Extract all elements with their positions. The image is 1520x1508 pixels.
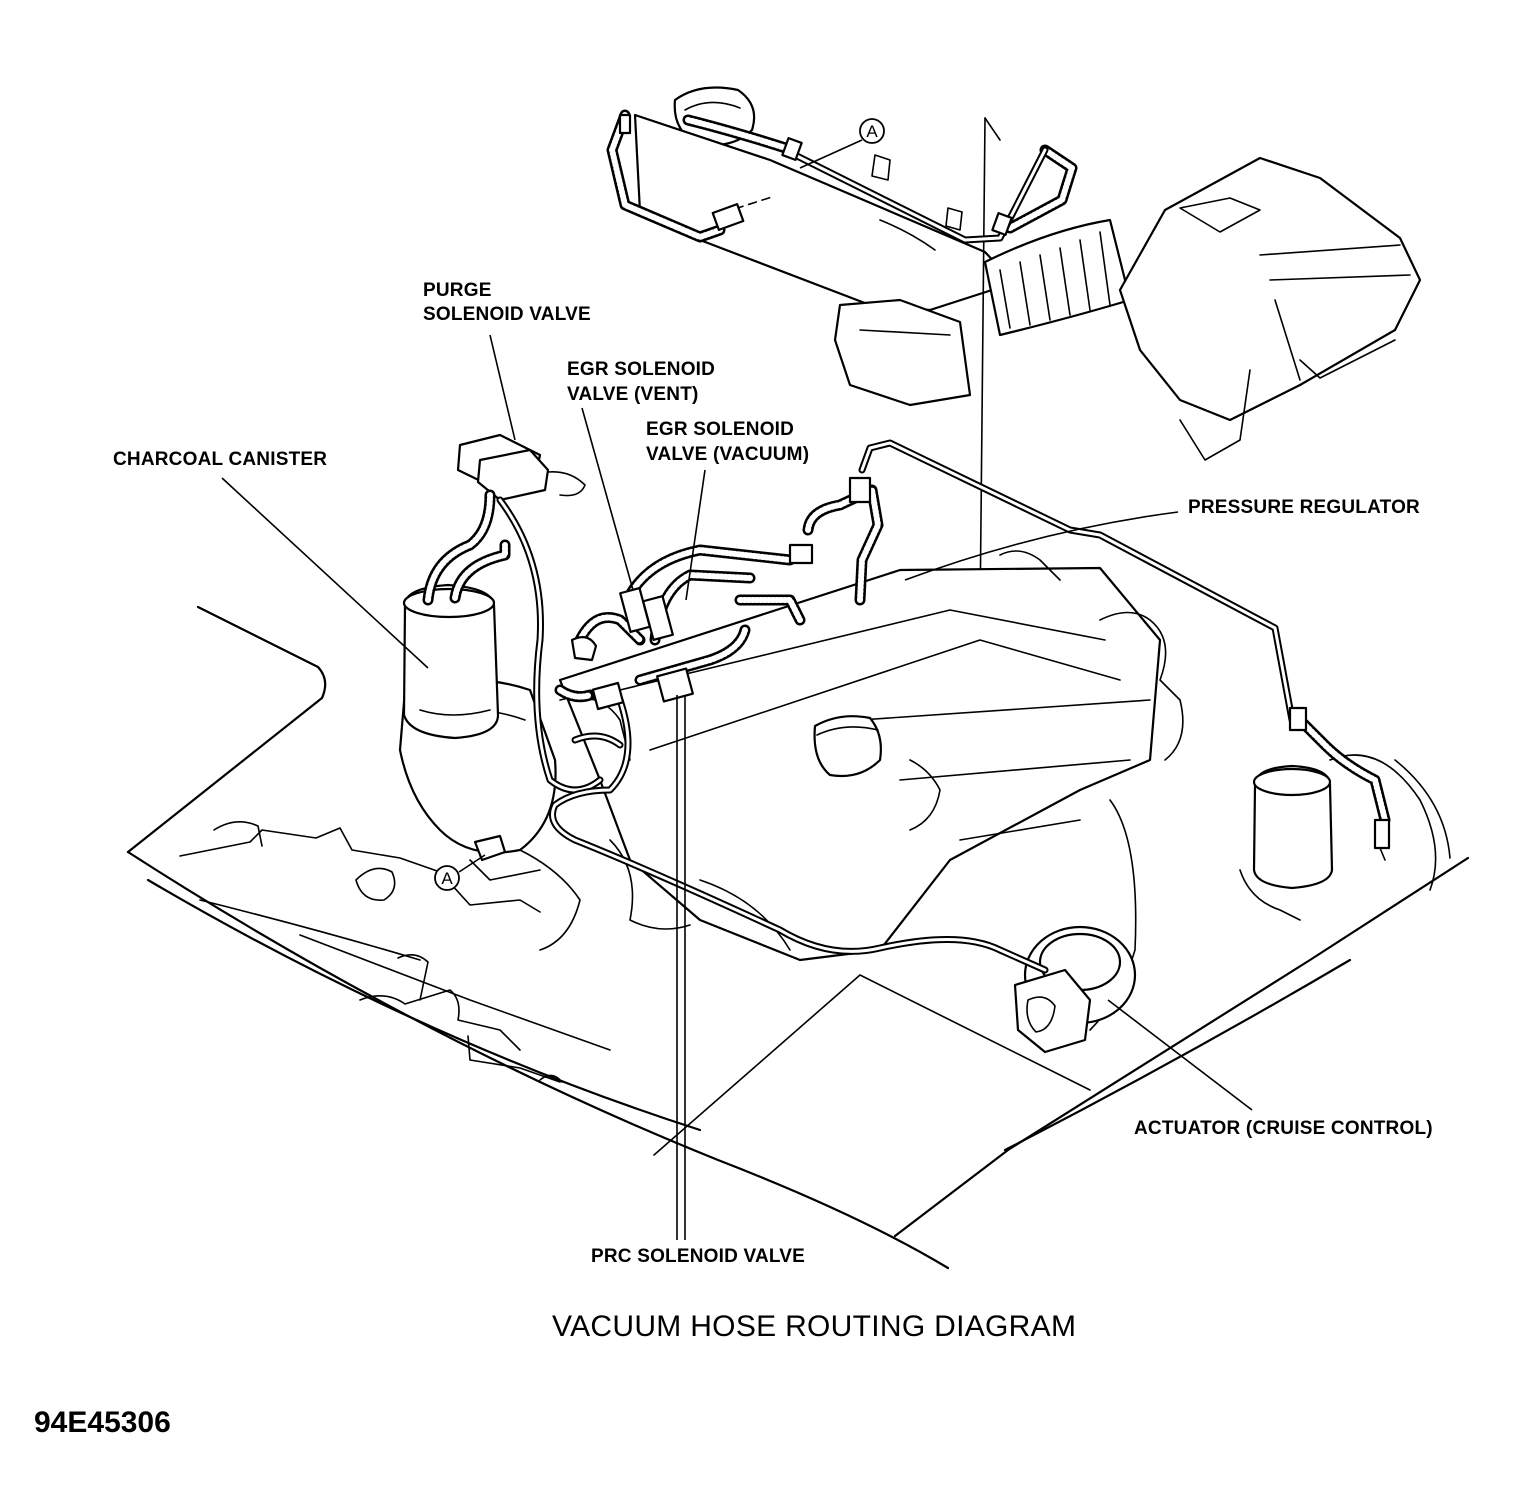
egr-vacuum-leader — [685, 469, 706, 601]
purge-solenoid-valve — [456, 433, 586, 502]
label-purge-line2: SOLENOID VALVE — [423, 304, 591, 325]
marker-a-top-label: A — [866, 122, 878, 141]
label-charcoal-canister: CHARCOAL CANISTER — [113, 449, 327, 470]
cruise-actuator — [1013, 925, 1137, 1054]
vehicle-body-outline — [126, 605, 1470, 1270]
label-actuator: ACTUATOR (CRUISE CONTROL) — [1134, 1118, 1433, 1139]
marker-a-bottom-label: A — [441, 869, 453, 888]
hose-fittings — [473, 113, 1391, 862]
brake-booster-assembly — [1239, 754, 1437, 921]
label-pressure-regulator: PRESSURE REGULATOR — [1188, 497, 1420, 518]
radiator-support — [179, 821, 611, 1083]
marker-a-bottom: A — [434, 854, 486, 891]
leader-lines — [221, 334, 1253, 1240]
charcoal-leader — [221, 477, 429, 669]
label-prc-solenoid: PRC SOLENOID VALVE — [591, 1246, 805, 1267]
diagram-caption: VACUUM HOSE ROUTING DIAGRAM — [552, 1310, 1076, 1343]
label-egr-vent-line1: EGR SOLENOID — [567, 359, 715, 380]
label-egr-vacuum-line1: EGR SOLENOID — [646, 419, 794, 440]
egr-vent-leader — [581, 407, 634, 591]
label-egr-vacuum-line2: VALVE (VACUUM) — [646, 444, 809, 465]
marker-a-top: A — [799, 118, 885, 169]
engine-assembly — [398, 550, 1184, 1031]
purge-leader — [489, 334, 516, 441]
pressure-regulator-leader — [904, 511, 1179, 581]
actuator-leader — [1107, 999, 1253, 1111]
figure-code: 94E45306 — [34, 1406, 171, 1439]
charcoal-canister — [402, 583, 500, 740]
vacuum-lines — [496, 146, 1296, 974]
label-purge-line1: PURGE — [423, 280, 492, 301]
label-egr-vent-line2: VALVE (VENT) — [567, 384, 699, 405]
